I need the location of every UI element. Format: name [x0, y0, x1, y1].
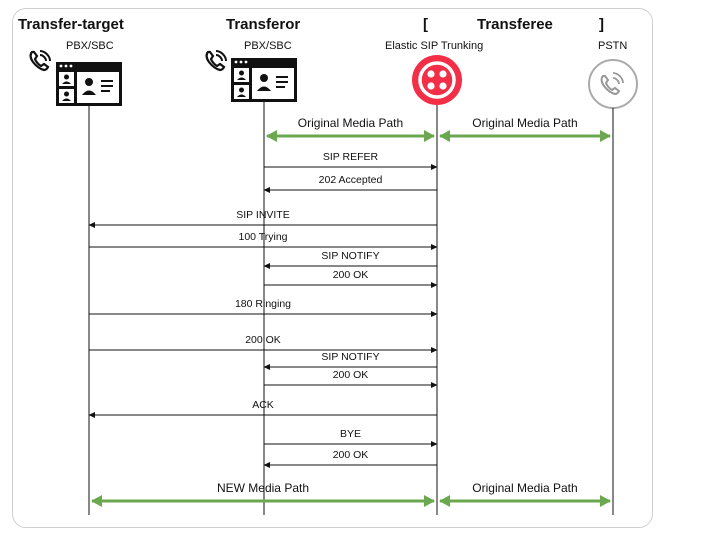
message-label: BYE: [340, 428, 361, 440]
pbx-window-icon: [231, 58, 297, 102]
phone-ringing-icon: [205, 50, 227, 72]
phone-circle-icon: [588, 59, 638, 109]
message-label: 202 Accepted: [319, 174, 383, 186]
media-path-label: Original Media Path: [472, 481, 577, 495]
phone-ringing-icon: [29, 50, 51, 72]
message-label: SIP INVITE: [236, 209, 290, 221]
actor-title-transferee: Transferee: [477, 16, 553, 33]
bracket-close: ]: [599, 16, 604, 33]
message-label: SIP REFER: [323, 151, 379, 163]
media-path-label: Original Media Path: [472, 116, 577, 130]
pbx-window-icon: [56, 62, 122, 106]
message-label: 100 Trying: [238, 231, 287, 243]
bracket-open: [: [423, 16, 428, 33]
actor-subtitle-transfer-target: PBX/SBC: [66, 40, 114, 52]
message-label: 200 OK: [333, 369, 369, 381]
message-label: SIP NOTIFY: [321, 250, 379, 262]
message-label: ACK: [252, 399, 274, 411]
media-path-label: NEW Media Path: [217, 481, 309, 495]
actor-subtitle-transferor: PBX/SBC: [244, 40, 292, 52]
message-label: 180 Ringing: [235, 298, 291, 310]
actor-subtitle-pstn: PSTN: [598, 40, 628, 52]
message-label: SIP NOTIFY: [321, 351, 379, 363]
message-label: 200 OK: [333, 449, 369, 461]
actor-title-transfer-target: Transfer-target: [18, 16, 124, 33]
message-label: 200 OK: [333, 269, 369, 281]
diagram-frame: [12, 8, 653, 528]
media-path-label: Original Media Path: [298, 116, 403, 130]
actor-title-transferor: Transferor: [226, 16, 301, 33]
actor-subtitle-trunk: Elastic SIP Trunking: [385, 40, 484, 52]
message-label: 200 OK: [245, 334, 281, 346]
twilio-logo-icon: [412, 55, 462, 105]
